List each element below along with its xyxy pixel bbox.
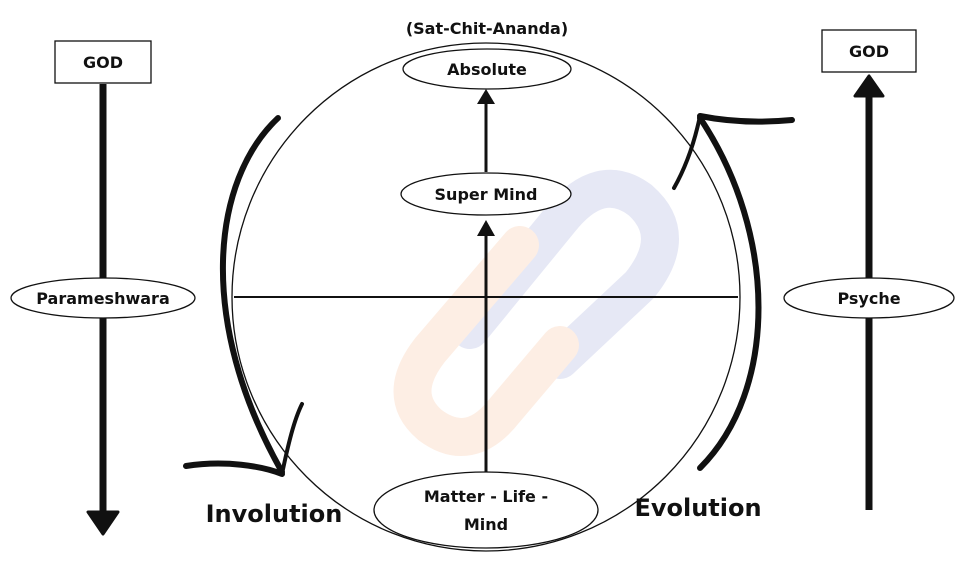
matter-life-mind-label-line1: Matter - Life - <box>424 487 548 506</box>
left-axis: GOD Parameshwara <box>10 40 196 536</box>
left-axis-arrowhead-down <box>86 510 120 536</box>
watermark-link-icon <box>393 169 679 456</box>
right-god-label: GOD <box>849 42 889 61</box>
matter-life-mind-label-line2: Mind <box>464 515 508 534</box>
right-axis-arrowhead-up <box>853 74 885 98</box>
involution-label: Involution <box>206 500 343 528</box>
arrowhead-to-super-mind <box>477 220 495 236</box>
involution-arrow <box>183 115 304 477</box>
arrowhead-to-absolute <box>477 89 495 104</box>
sat-chit-ananda-caption: (Sat-Chit-Ananda) <box>406 19 568 38</box>
evolution-label: Evolution <box>634 494 761 522</box>
evolution-arrow <box>672 113 795 471</box>
absolute-node: Absolute <box>402 48 572 90</box>
right-god-box <box>821 29 917 73</box>
left-god-label: GOD <box>83 53 123 72</box>
psyche-node <box>783 277 955 319</box>
psyche-label: Psyche <box>837 289 900 308</box>
left-god-box <box>54 40 152 84</box>
cosmos-circle <box>231 42 741 552</box>
super-mind-label: Super Mind <box>435 185 538 204</box>
matter-life-mind-node: Matter - Life - Mind <box>373 471 599 549</box>
absolute-label: Absolute <box>447 60 527 79</box>
parameshwara-node <box>10 277 196 319</box>
right-axis: GOD Psyche <box>783 29 955 510</box>
super-mind-node: Super Mind <box>400 172 572 216</box>
parameshwara-label: Parameshwara <box>36 289 169 308</box>
